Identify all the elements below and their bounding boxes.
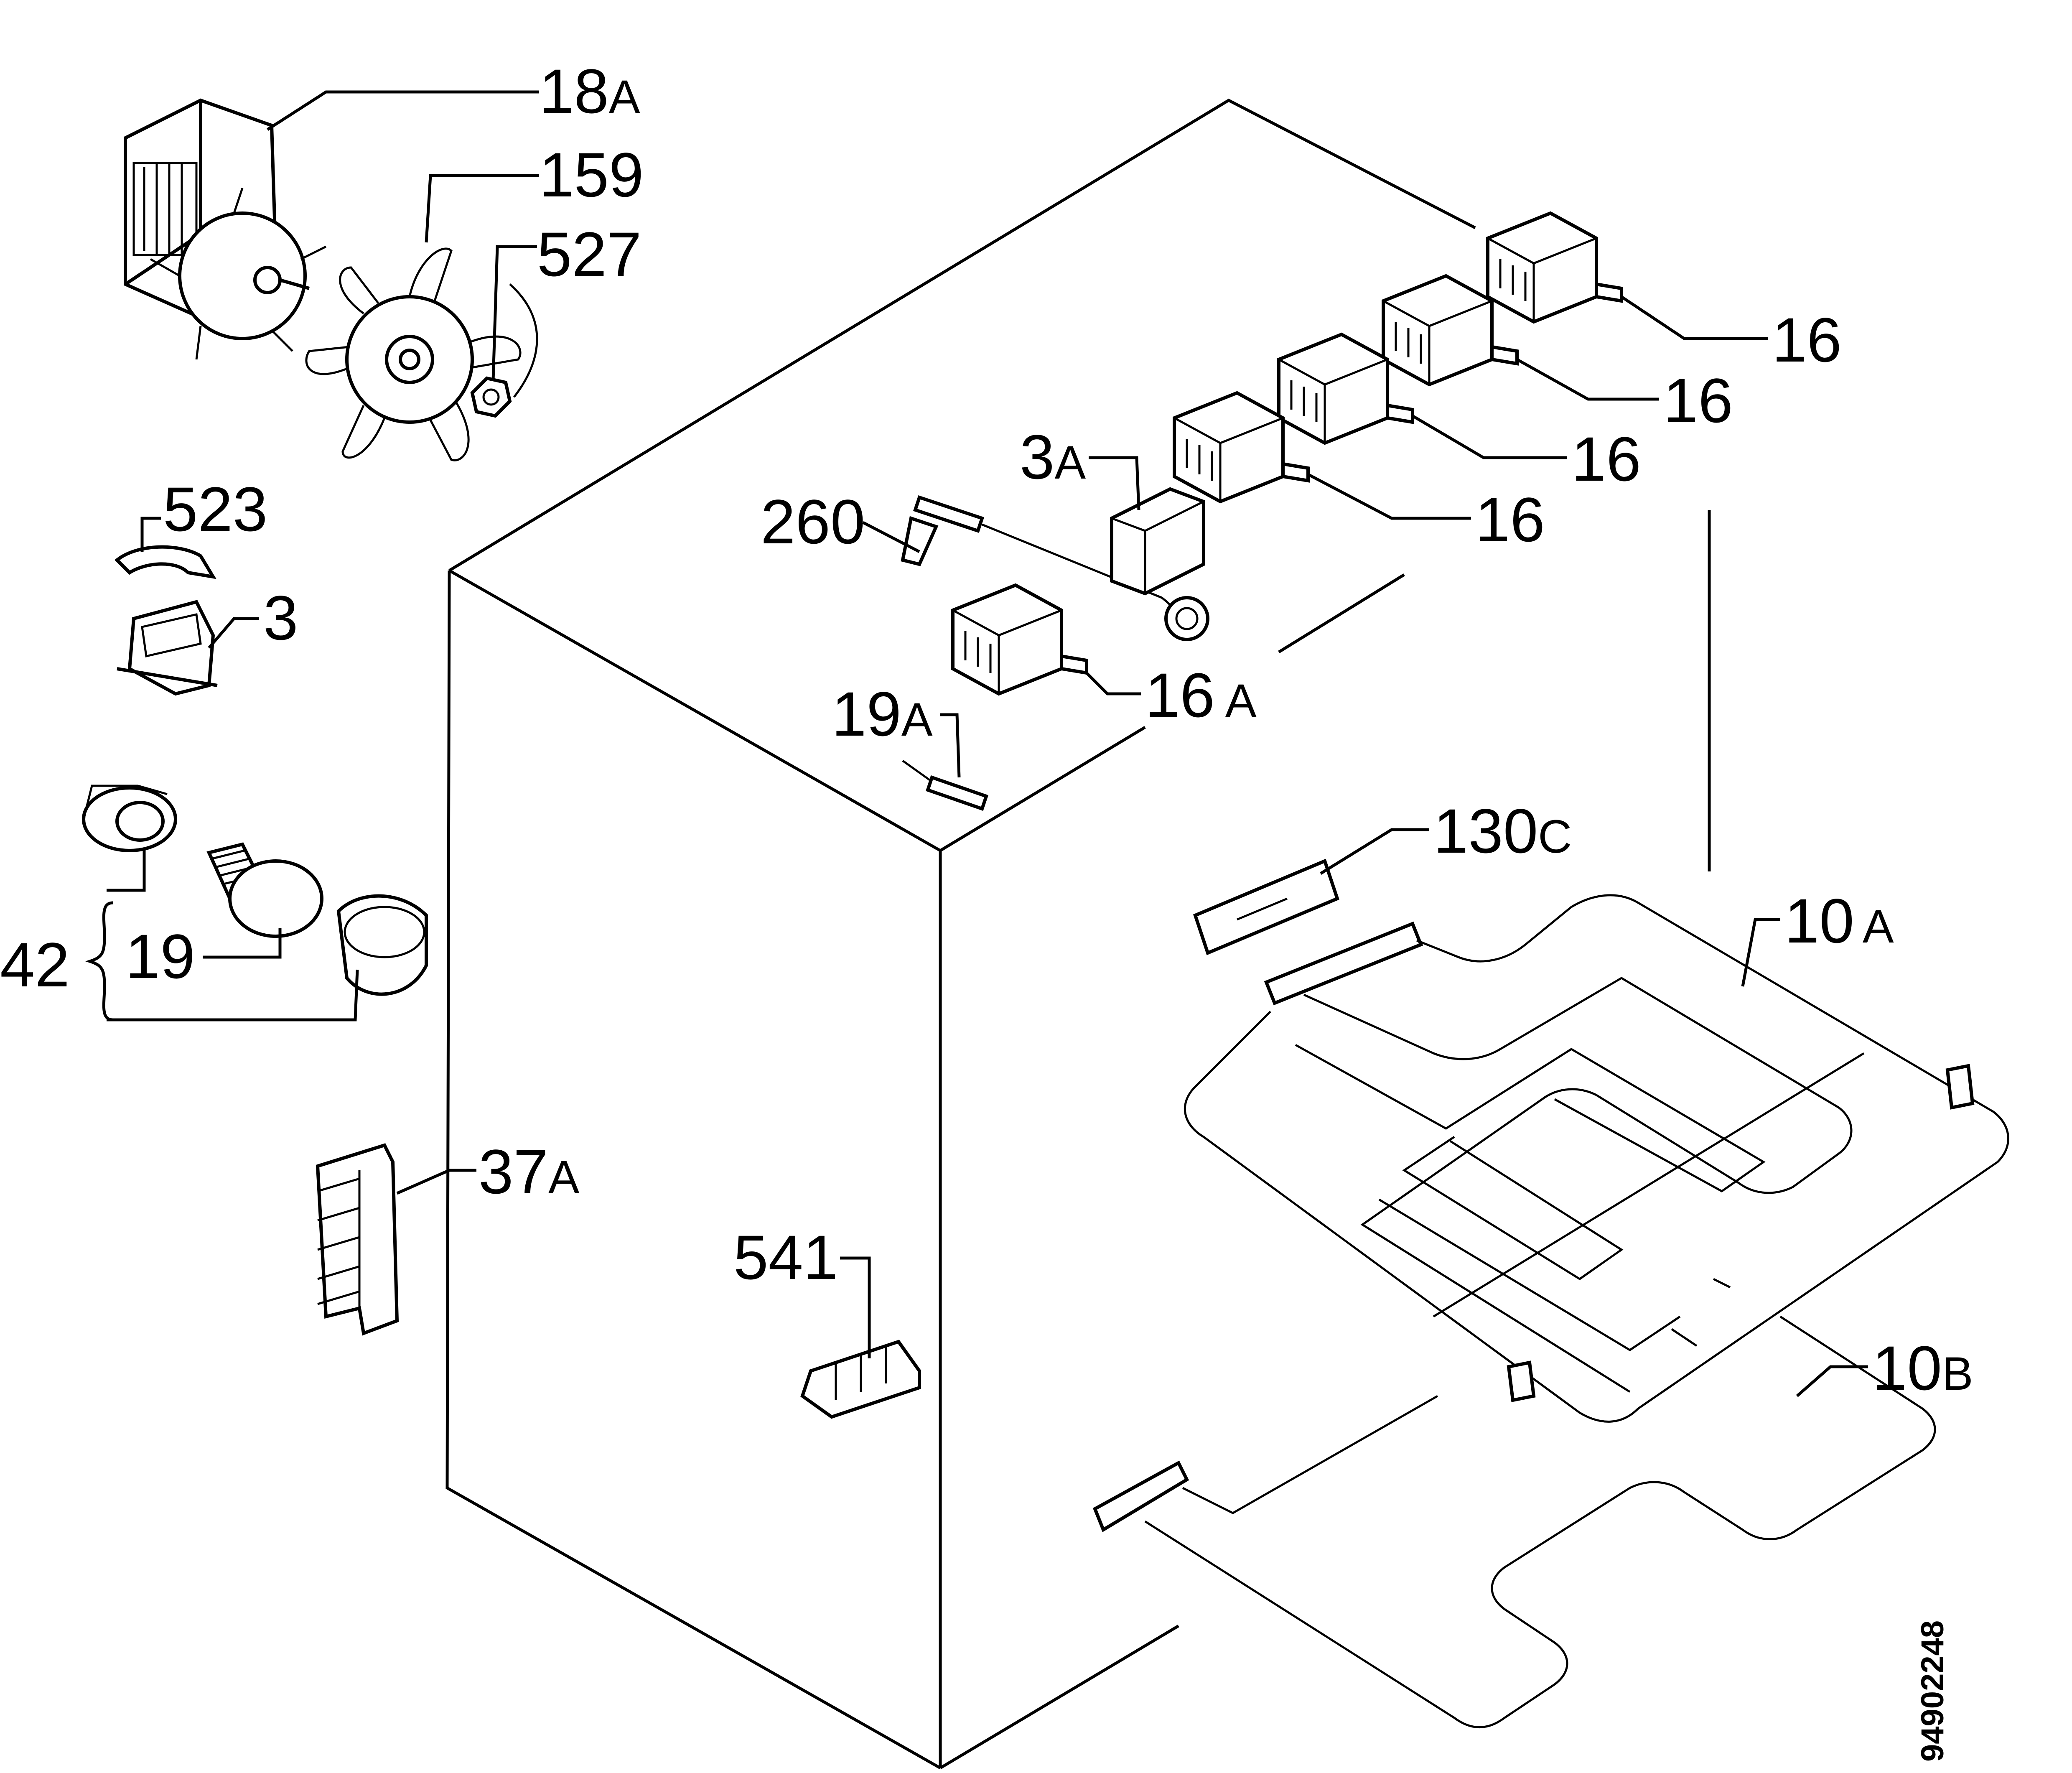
leader-lines — [85, 90, 1868, 1397]
rotary-switch-part — [1486, 211, 1623, 324]
control-thermostat-part — [1110, 487, 1209, 641]
door-switch-part — [800, 1340, 921, 1419]
callout-16-2: 16 — [1663, 365, 1733, 436]
callout-3: 3 — [263, 583, 298, 653]
callout-19a: 19A — [832, 679, 933, 749]
callout-3a: 3A — [1020, 422, 1086, 492]
callout-527: 527 — [537, 219, 641, 289]
callout-18a: 18A — [539, 56, 640, 126]
grill-heating-element-part — [1184, 894, 2009, 1423]
temperature-sensor-part — [902, 759, 989, 811]
callout-16-3: 16 — [1571, 424, 1641, 494]
oven-cabinet — [445, 98, 1711, 1770]
fan-motor-part — [124, 98, 327, 360]
callout-37a: 37A — [479, 1136, 580, 1207]
callout-541: 541 — [733, 1222, 838, 1292]
callout-16-1: 16 — [1772, 305, 1842, 375]
lamp-bulb-part — [206, 842, 323, 938]
callout-10b: 10B — [1872, 1333, 1973, 1403]
rotary-switch-part — [1382, 274, 1519, 387]
document-number: 94902248 — [1915, 1620, 1950, 1762]
lamp-cover-part — [336, 894, 428, 996]
callout-16-4: 16 — [1475, 484, 1545, 555]
callout-523: 523 — [163, 474, 267, 544]
callout-130c: 130C — [1433, 796, 1572, 866]
callout-159: 159 — [539, 140, 644, 210]
fan-nut-part — [470, 283, 538, 418]
callout-19: 19 — [125, 921, 195, 991]
callout-labels: 18A 159 527 523 3 42 19 37A 541 260 3A 1… — [0, 56, 1973, 1403]
element-bracket-part — [1193, 858, 1339, 955]
terminal-block-part — [316, 1143, 399, 1336]
rotary-switch-part — [951, 583, 1088, 696]
rotary-switch-part — [1173, 391, 1310, 504]
callout-260: 260 — [761, 487, 865, 557]
fan-blade-part — [305, 247, 522, 461]
clip-part — [115, 545, 216, 579]
bottom-heating-element-part — [1092, 1278, 1936, 1728]
callout-42: 42 — [0, 930, 70, 1000]
lamp-holder-part — [82, 785, 177, 852]
thermostat-part — [117, 600, 218, 696]
